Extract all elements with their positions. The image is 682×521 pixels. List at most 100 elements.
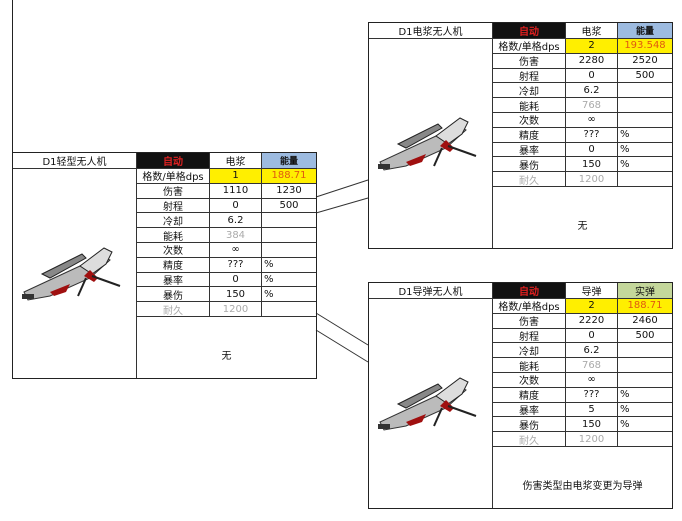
stat-value-alt: 2520 (618, 54, 672, 69)
stat-label: 精度 (137, 257, 210, 273)
stat-value-alt (618, 432, 672, 447)
stat-label: 冷却 (493, 343, 566, 359)
stat-label: 射程 (493, 328, 566, 344)
stat-label: 能耗 (137, 228, 210, 243)
stat-value-alt (618, 98, 672, 113)
stat-label: 暴率 (493, 402, 566, 418)
stat-value-alt: 500 (262, 199, 316, 214)
stat-value-alt: % (618, 143, 672, 158)
damage-type-header: 导弹 (566, 283, 618, 299)
stat-value-alt: 193.548 (618, 39, 672, 54)
stat-label: 伤害 (137, 183, 210, 199)
notes-cell: 无 (221, 351, 232, 363)
stat-value-alt: % (262, 287, 316, 303)
stat-value-alt (618, 358, 672, 373)
damage-type-header: 电浆 (566, 23, 618, 39)
notes-cell: 伤害类型由电浆变更为导弹 (522, 481, 643, 493)
stat-value-alt (618, 113, 672, 128)
stat-label: 伤害 (493, 313, 566, 329)
stat-value: ??? (566, 127, 618, 143)
stat-value-alt: % (618, 403, 672, 418)
stat-value: 2220 (566, 313, 618, 329)
stat-value-alt: 500 (618, 69, 672, 84)
stat-label: 格数/单格dps (137, 169, 210, 184)
stat-value: 384 (210, 228, 262, 243)
stat-value: ??? (566, 387, 618, 403)
stat-label: 暴率 (493, 142, 566, 158)
stat-label: 耐久 (493, 172, 566, 187)
stat-label: 能耗 (493, 98, 566, 113)
drone-image (369, 39, 493, 248)
drone-ship-image (377, 376, 476, 431)
stat-value: 2280 (566, 53, 618, 69)
stat-value-alt (262, 243, 316, 258)
stat-label: 精度 (493, 127, 566, 143)
stat-value: ∞ (566, 372, 618, 388)
stat-value: 768 (566, 358, 618, 373)
mode-auto-cell: 自动 (493, 23, 566, 39)
stat-label: 暴伤 (493, 157, 566, 173)
stat-label: 精度 (493, 387, 566, 403)
ammo-type-header: 实弹 (618, 283, 672, 299)
stat-value: 0 (210, 272, 262, 288)
stat-label: 耐久 (137, 302, 210, 317)
stat-value-alt (262, 228, 316, 243)
stat-value-alt (618, 343, 672, 359)
notes-cell: 无 (577, 221, 588, 233)
stat-value-alt: 188.71 (618, 299, 672, 314)
stat-value-alt: % (618, 417, 672, 433)
stat-value: 0 (566, 328, 618, 344)
damage-type-header: 电浆 (210, 153, 262, 169)
stat-value-alt: 2460 (618, 314, 672, 329)
stat-value-alt: % (262, 258, 316, 273)
stat-value: 0 (566, 142, 618, 158)
stat-value-alt (618, 172, 672, 187)
stat-value: 768 (566, 98, 618, 113)
stat-label: 冷却 (137, 213, 210, 229)
drone-ship-image (21, 246, 120, 301)
stat-value-alt (262, 302, 316, 317)
stat-label: 伤害 (493, 53, 566, 69)
stat-label: 暴伤 (137, 287, 210, 303)
stat-value-alt (618, 83, 672, 99)
stat-label: 次数 (137, 242, 210, 258)
stat-value: 1200 (566, 432, 618, 447)
drone-card-plasma: D1电浆无人机 自动 电浆 能量 格数/单格dps 2 193.548 伤害 22… (368, 22, 673, 249)
stat-value: 6.2 (210, 213, 262, 229)
stat-value: ∞ (566, 112, 618, 128)
stat-value-alt: % (262, 273, 316, 288)
stat-label: 射程 (137, 198, 210, 214)
stat-value: 2 (566, 39, 618, 54)
stat-value: 1200 (210, 302, 262, 317)
stat-value-alt (262, 213, 316, 229)
stat-label: 暴伤 (493, 417, 566, 433)
stat-label: 耐久 (493, 432, 566, 447)
drone-name: D1导弹无人机 (369, 283, 493, 299)
stat-value-alt: 500 (618, 329, 672, 344)
stat-value: 150 (566, 157, 618, 173)
stat-value: ∞ (210, 242, 262, 258)
stat-value: 2 (566, 299, 618, 314)
stat-value-alt (618, 373, 672, 388)
drone-ship-image (377, 116, 476, 171)
stat-value: ??? (210, 257, 262, 273)
stat-value-alt: % (618, 157, 672, 173)
stat-label: 次数 (493, 372, 566, 388)
ammo-type-header: 能量 (618, 23, 672, 39)
drone-image (369, 299, 493, 508)
stat-value: 150 (210, 287, 262, 303)
stat-label: 能耗 (493, 358, 566, 373)
stat-value-alt: 1230 (262, 184, 316, 199)
ammo-type-header: 能量 (262, 153, 316, 169)
drone-name: D1电浆无人机 (369, 23, 493, 39)
stat-value-alt: % (618, 128, 672, 143)
stat-value: 0 (566, 68, 618, 84)
stat-label: 格数/单格dps (493, 39, 566, 54)
drone-name: D1轻型无人机 (13, 153, 137, 169)
stat-label: 次数 (493, 112, 566, 128)
stat-label: 格数/单格dps (493, 299, 566, 314)
stat-label: 射程 (493, 68, 566, 84)
stat-value: 1200 (566, 172, 618, 187)
